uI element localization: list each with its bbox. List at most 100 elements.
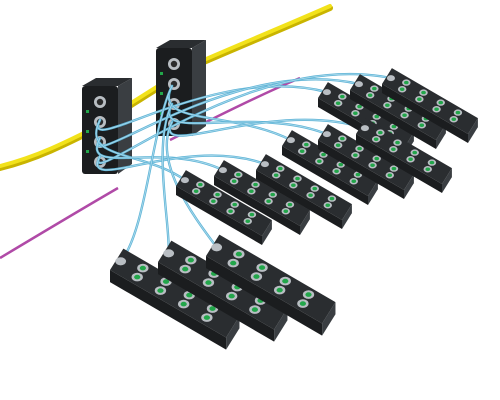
hub-port-led bbox=[399, 87, 405, 91]
hub-port-led bbox=[215, 192, 220, 197]
hub-port-led bbox=[283, 209, 289, 213]
hub-port-led bbox=[370, 163, 375, 167]
hub-connector bbox=[322, 89, 331, 96]
hub-port-led bbox=[270, 192, 276, 197]
hub-port-led bbox=[329, 196, 335, 201]
hub-port-led bbox=[266, 199, 271, 203]
hub-port-led bbox=[451, 117, 457, 121]
hub-side bbox=[206, 256, 323, 336]
master-led bbox=[86, 150, 89, 153]
hub-port-led bbox=[304, 142, 309, 147]
hub-port-led bbox=[205, 280, 212, 285]
hub-port-led bbox=[193, 189, 199, 193]
hub-port-led bbox=[157, 288, 164, 293]
hub-modules bbox=[110, 68, 478, 350]
hub-side bbox=[110, 270, 227, 350]
hub-connector bbox=[218, 167, 227, 174]
hub-end bbox=[322, 302, 336, 336]
hub-port-led bbox=[378, 130, 383, 135]
io-cable-highlight bbox=[120, 85, 173, 262]
hub-port-led bbox=[180, 301, 187, 307]
hub-port-led bbox=[374, 114, 380, 119]
hub-port-led bbox=[187, 257, 194, 263]
io-link-hub-module-icon bbox=[176, 170, 272, 245]
hub-port-led bbox=[373, 137, 379, 141]
hub-port-led bbox=[355, 172, 361, 177]
hub-port-led bbox=[198, 182, 203, 187]
hub-side bbox=[214, 176, 300, 235]
hub-port-led bbox=[367, 93, 373, 97]
hub-port-led bbox=[372, 86, 377, 91]
io-cable-highlight bbox=[162, 103, 173, 254]
hub-port-led bbox=[391, 124, 397, 129]
master-top bbox=[82, 78, 132, 86]
master-led bbox=[160, 92, 163, 95]
io-cable-highlight bbox=[96, 137, 224, 171]
hub-end bbox=[468, 118, 478, 143]
hub-port-led bbox=[353, 111, 358, 115]
io-link-hub-module-icon bbox=[206, 234, 336, 336]
hub-port-led bbox=[357, 146, 362, 151]
io-link-hub-module-icon bbox=[256, 154, 352, 229]
hub-port-led bbox=[162, 279, 170, 284]
hub-port-led bbox=[186, 292, 193, 298]
hub-side bbox=[176, 186, 262, 245]
io-cables bbox=[95, 72, 393, 263]
hub-connector bbox=[163, 249, 175, 258]
master-led bbox=[86, 130, 89, 133]
hub-port-led bbox=[387, 173, 393, 177]
hub-port-led bbox=[357, 104, 362, 109]
hub-connector bbox=[180, 177, 189, 184]
hub-port-led bbox=[245, 219, 251, 223]
ethernet-io-master-icon bbox=[82, 78, 132, 174]
hub-side bbox=[158, 262, 275, 342]
hub-end bbox=[436, 124, 446, 149]
io-cable-highlight bbox=[169, 119, 366, 137]
hub-port-led bbox=[276, 287, 283, 293]
hub-end bbox=[342, 204, 352, 229]
hub-port-led bbox=[182, 266, 189, 272]
hub-port-led bbox=[425, 167, 431, 171]
hub-end bbox=[274, 308, 288, 342]
hub-port-led bbox=[429, 160, 435, 165]
master-top bbox=[156, 40, 206, 48]
io-link-hub-module-icon bbox=[110, 248, 240, 350]
hub-port-led bbox=[374, 156, 380, 161]
hub-end bbox=[226, 316, 240, 350]
hub-port-led bbox=[404, 80, 409, 85]
master-side bbox=[192, 40, 206, 136]
power-cable-left bbox=[0, 186, 119, 260]
io-cable-highlight bbox=[169, 103, 328, 135]
hub-port-led bbox=[334, 169, 339, 173]
hub-port-led bbox=[455, 110, 461, 115]
hub-port-led bbox=[299, 149, 305, 153]
hub-port-led bbox=[211, 199, 216, 203]
hub-port-led bbox=[139, 265, 146, 271]
hub-port-led bbox=[340, 136, 345, 141]
hub-port-led bbox=[335, 143, 341, 147]
hub-port-led bbox=[351, 179, 357, 183]
io-link-hub-module-icon bbox=[318, 124, 414, 199]
hub-port-led bbox=[391, 147, 396, 151]
hub-connector bbox=[354, 81, 363, 88]
hub-port-led bbox=[434, 107, 439, 111]
master-led bbox=[160, 72, 163, 75]
hub-port-led bbox=[438, 100, 444, 105]
hub-end bbox=[404, 174, 414, 199]
hub-port-led bbox=[353, 153, 358, 157]
hub-side bbox=[356, 134, 442, 193]
hub-port-led bbox=[402, 113, 407, 117]
hub-port-led bbox=[273, 173, 279, 177]
hub-connector bbox=[360, 125, 369, 132]
hub-port-led bbox=[295, 176, 300, 181]
io-link-hub-module-icon bbox=[350, 74, 446, 149]
hub-port-led bbox=[134, 274, 141, 280]
hub-side bbox=[256, 170, 342, 229]
hub-connector bbox=[115, 257, 127, 266]
io-link-hub-module-icon bbox=[158, 240, 288, 342]
hub-connector bbox=[211, 243, 223, 252]
hub-port-led bbox=[335, 101, 341, 105]
hub-side bbox=[350, 90, 436, 149]
hub-port-led bbox=[282, 278, 289, 284]
